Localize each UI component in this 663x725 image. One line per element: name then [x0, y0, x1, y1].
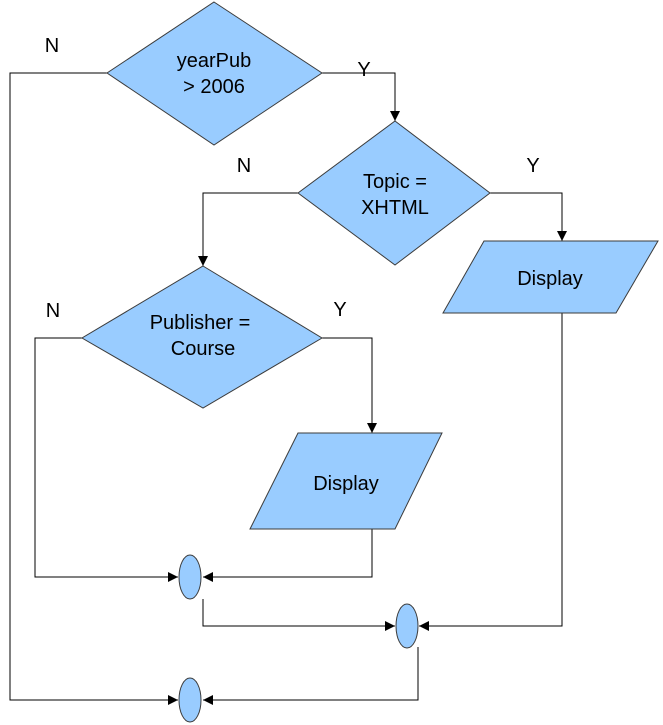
merge-node-1: [178, 554, 202, 600]
decision-yearpub: yearPub > 2006 N Y: [45, 1, 371, 146]
decision-text-line2: > 2006: [183, 76, 245, 98]
merge-node-3: [178, 677, 202, 723]
no-label: N: [46, 300, 60, 322]
yes-label: Y: [357, 59, 370, 81]
decision-text-line2: XHTML: [361, 197, 429, 219]
d3-no-connector: [34, 337, 178, 582]
output1-to-merge2-connector: [419, 313, 563, 631]
merge2-to-merge3-connector: [203, 647, 419, 705]
no-label: N: [237, 155, 251, 177]
output-parallelogram: [442, 240, 659, 314]
decision-text-line1: yearPub: [177, 50, 252, 72]
decision-diamond: [106, 1, 323, 146]
output-label: Display: [517, 268, 583, 290]
output-display-topic: Display: [442, 240, 659, 314]
merge1-to-merge2-connector: [202, 599, 395, 631]
decision-text-line1: Publisher =: [150, 312, 251, 334]
output-label: Display: [313, 473, 379, 495]
d2-no-connector: [198, 192, 298, 266]
yes-label: Y: [333, 299, 346, 321]
no-label: N: [45, 35, 59, 57]
output-parallelogram: [249, 432, 443, 530]
d2-yes-connector: [490, 192, 567, 241]
d3-yes-connector: [322, 337, 377, 433]
decision-topic: Topic = XHTML N Y: [237, 120, 540, 266]
decision-publisher: Publisher = Course N Y: [46, 265, 347, 409]
decision-diamond: [81, 265, 323, 409]
decision-diamond: [297, 120, 491, 266]
connector-lines: [9, 72, 567, 705]
decision-text-line1: Topic =: [363, 171, 427, 193]
d1-yes-connector: [322, 72, 400, 121]
output-display-publisher: Display: [249, 432, 443, 530]
output2-to-merge1-connector: [203, 529, 373, 582]
yes-label: Y: [526, 155, 539, 177]
d1-no-connector: [9, 72, 178, 705]
decision-text-line2: Course: [171, 338, 235, 360]
merge-node-2: [395, 603, 419, 649]
